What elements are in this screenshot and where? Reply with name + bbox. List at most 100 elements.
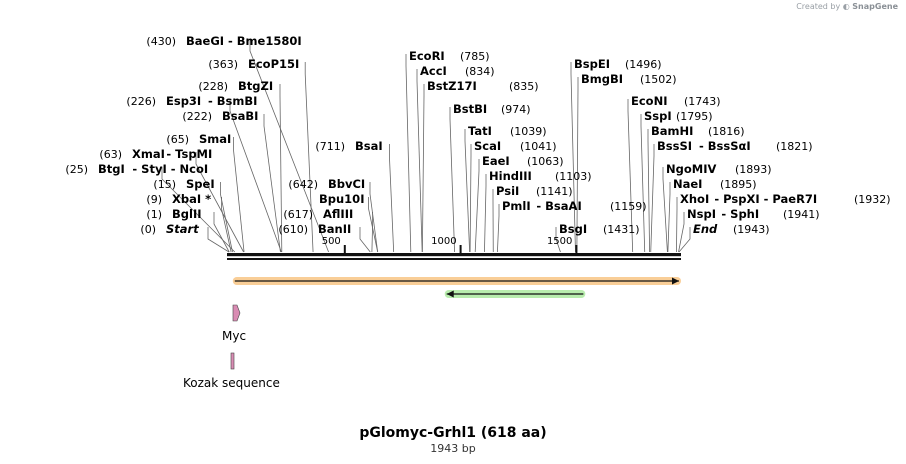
site-leader-line [213, 212, 230, 253]
site-position: (1893) [735, 163, 772, 176]
restriction-site: BstBI (974) [453, 102, 531, 116]
restriction-site: EcoNI(1743) [631, 94, 721, 108]
site-position: (65) [166, 133, 189, 146]
site-name: ScaI [474, 139, 501, 153]
sequence-length: 1943 bp [430, 442, 476, 455]
site-leader-line [368, 197, 379, 253]
site-leader-line [667, 182, 671, 253]
site-name: BspEI [574, 57, 610, 71]
site-position: (1041) [520, 140, 557, 153]
restriction-site: PsiI(1141) [496, 184, 573, 198]
restriction-site: (363)EcoP15I [208, 57, 299, 71]
site-position: (1496) [625, 58, 662, 71]
restriction-site: (63)XmaI- TspMI [99, 147, 212, 161]
restriction-site: (226)Esp3I- BsmBI [126, 94, 257, 108]
site-position: (1941) [783, 208, 820, 221]
site-leader-line [207, 227, 230, 253]
site-name: PmlI [502, 199, 531, 213]
site-name: BaeGI [186, 34, 224, 48]
site-name: Start [166, 222, 199, 236]
site-position: (1816) [708, 125, 745, 138]
site-leader-line [678, 227, 691, 253]
site-name: XbaI * [172, 192, 211, 206]
site-name: SpeI [186, 177, 215, 191]
site-position: (363) [208, 58, 238, 71]
restriction-site: NgoMIV (1893) [666, 162, 772, 176]
site-position: (1943) [733, 223, 770, 236]
site-name: XhoI [680, 192, 709, 206]
site-leader-line [570, 62, 576, 253]
ruler-tick-label: 1500 [547, 236, 572, 247]
site-leader-line [650, 144, 655, 253]
site-isoschizomers: - Bme1580I [228, 34, 302, 48]
kozak-label: Kozak sequence [183, 376, 280, 390]
restriction-site: BspEI (1496) [574, 57, 662, 71]
backbone-bottom-strand [227, 258, 681, 260]
site-position: (63) [99, 148, 122, 161]
site-leader-line [263, 114, 281, 253]
site-name: NaeI [673, 177, 702, 191]
ruler-tick-label: 1000 [431, 236, 456, 247]
restriction-site: (610)BanII [278, 222, 351, 236]
site-position: (15) [153, 178, 176, 191]
site-isoschizomers: - BssSαI [699, 139, 751, 153]
site-name: NgoMIV [666, 162, 716, 176]
site-leader-line [640, 114, 646, 253]
site-position: (1063) [527, 155, 564, 168]
site-leader-line [421, 84, 425, 253]
site-name: XmaI [132, 147, 165, 161]
restriction-site: EcoRI(785) [409, 49, 490, 63]
site-leader-line [474, 159, 480, 253]
restriction-site: (1)BglII [146, 207, 201, 221]
site-leader-line [249, 39, 329, 253]
site-name: BsaI [355, 139, 383, 153]
site-position: (222) [182, 110, 212, 123]
site-name: EaeI [482, 154, 510, 168]
restriction-site: BstZ17I(835) [427, 79, 539, 93]
site-position: (1821) [776, 140, 813, 153]
site-name: BamHI [651, 124, 693, 138]
site-leader-line [497, 204, 500, 253]
site-name: BstBI [453, 102, 487, 116]
site-position: (430) [146, 35, 176, 48]
snapgene-credit: Created by ◐ SnapGene [796, 2, 898, 11]
site-name: EcoRI [409, 49, 445, 63]
site-name: AccI [420, 64, 447, 78]
site-leader-line [388, 144, 395, 253]
site-name: BmgBI [581, 72, 623, 86]
site-leader-line [161, 167, 236, 253]
site-name: BsgI [559, 222, 587, 236]
site-position: (974) [501, 103, 531, 116]
kozak-marker-icon [230, 352, 235, 370]
site-isoschizomers: - StyI - NcoI [132, 162, 208, 176]
site-name: TatI [468, 124, 492, 138]
restriction-site: BamHI (1816) [651, 124, 745, 138]
restriction-site: Bpu10I [319, 192, 364, 206]
site-leader-line [627, 99, 634, 253]
site-position: (1502) [640, 73, 677, 86]
site-isoschizomers: - SphI [721, 207, 759, 221]
site-position: (835) [509, 80, 539, 93]
site-position: (228) [198, 80, 228, 93]
site-leader-line [369, 182, 379, 253]
site-leader-line [229, 99, 282, 253]
site-isoschizomers: - BsaAI [536, 199, 581, 213]
restriction-site: HindIII(1103) [489, 169, 592, 183]
feature-arrows [232, 277, 681, 298]
site-leader-line [555, 227, 561, 253]
restriction-site: End(1943) [693, 222, 770, 236]
ruler-tick-label: 500 [322, 236, 341, 247]
sequence-backbone [227, 253, 681, 260]
plasmid-map: (430)BaeGI- Bme1580I(363)EcoP15I(228)Btg… [65, 34, 890, 390]
restriction-site: BmgBI (1502) [581, 72, 677, 86]
site-position: (25) [65, 163, 88, 176]
site-name: BanII [318, 222, 351, 236]
site-position: (226) [126, 95, 156, 108]
site-position: (617) [283, 208, 313, 221]
site-name: HindIII [489, 169, 532, 183]
map-title: pGlomyc-Grhl1 (618 aa) [359, 425, 547, 441]
site-leader-line [219, 182, 233, 253]
site-isoschizomers: - BsmBI [208, 94, 257, 108]
site-leader-line [232, 137, 245, 253]
